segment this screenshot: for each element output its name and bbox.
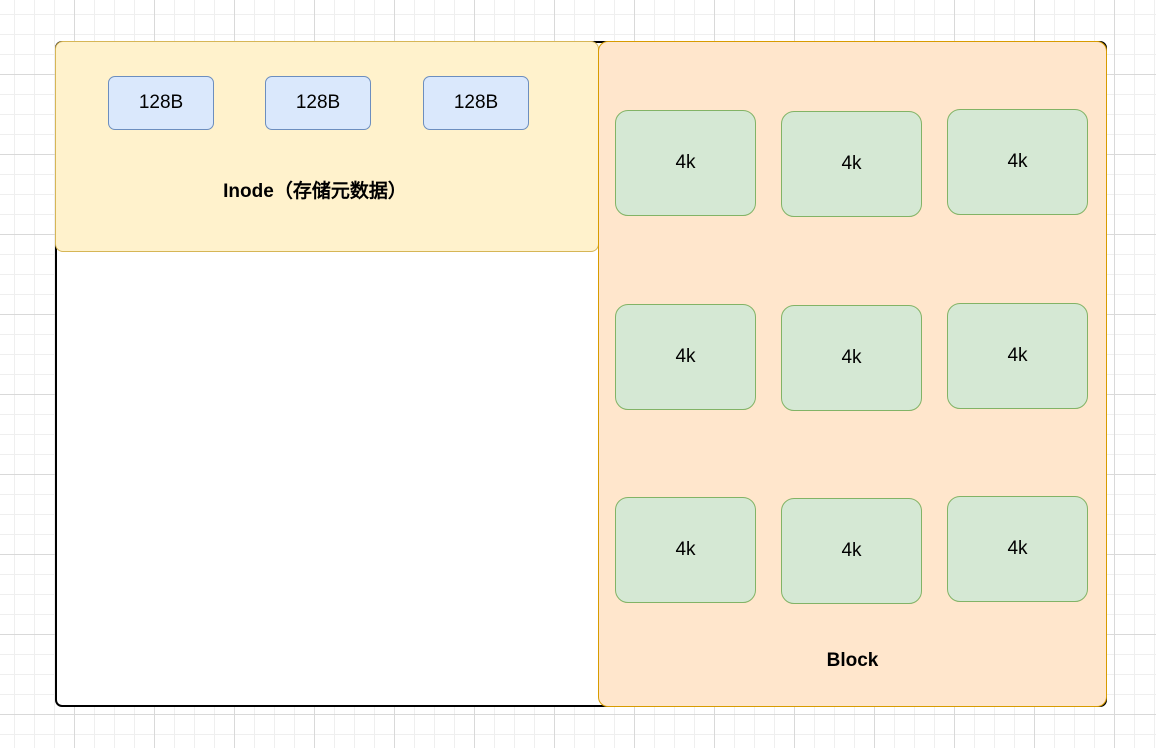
block-cell-9: 4k bbox=[947, 496, 1088, 602]
block-cell-2: 4k bbox=[781, 111, 922, 217]
inode-cell-3: 128B bbox=[423, 76, 529, 130]
block-cell-label: 4k bbox=[1007, 151, 1028, 172]
block-area-label: Block bbox=[826, 650, 879, 671]
inode-cell-label: 128B bbox=[453, 92, 499, 113]
block-cell-6: 4k bbox=[947, 303, 1088, 409]
block-cell-8: 4k bbox=[781, 498, 922, 604]
block-cell-3: 4k bbox=[947, 109, 1088, 215]
block-cell-1: 4k bbox=[615, 110, 756, 216]
inode-cell-label: 128B bbox=[138, 92, 184, 113]
block-cell-label: 4k bbox=[841, 347, 862, 368]
block-cell-label: 4k bbox=[841, 153, 862, 174]
block-cell-label: 4k bbox=[675, 152, 696, 173]
inode-cell-label: 128B bbox=[295, 92, 341, 113]
block-cell-label: 4k bbox=[675, 539, 696, 560]
block-cell-4: 4k bbox=[615, 304, 756, 410]
block-cell-label: 4k bbox=[1007, 538, 1028, 559]
block-cell-7: 4k bbox=[615, 497, 756, 603]
block-cell-label: 4k bbox=[841, 540, 862, 561]
inode-area bbox=[55, 41, 599, 252]
inode-area-label: Inode（存储元数据） bbox=[223, 181, 407, 202]
block-cell-label: 4k bbox=[1007, 345, 1028, 366]
block-cell-label: 4k bbox=[675, 346, 696, 367]
block-cell-5: 4k bbox=[781, 305, 922, 411]
inode-cell-2: 128B bbox=[265, 76, 371, 130]
inode-cell-1: 128B bbox=[108, 76, 214, 130]
